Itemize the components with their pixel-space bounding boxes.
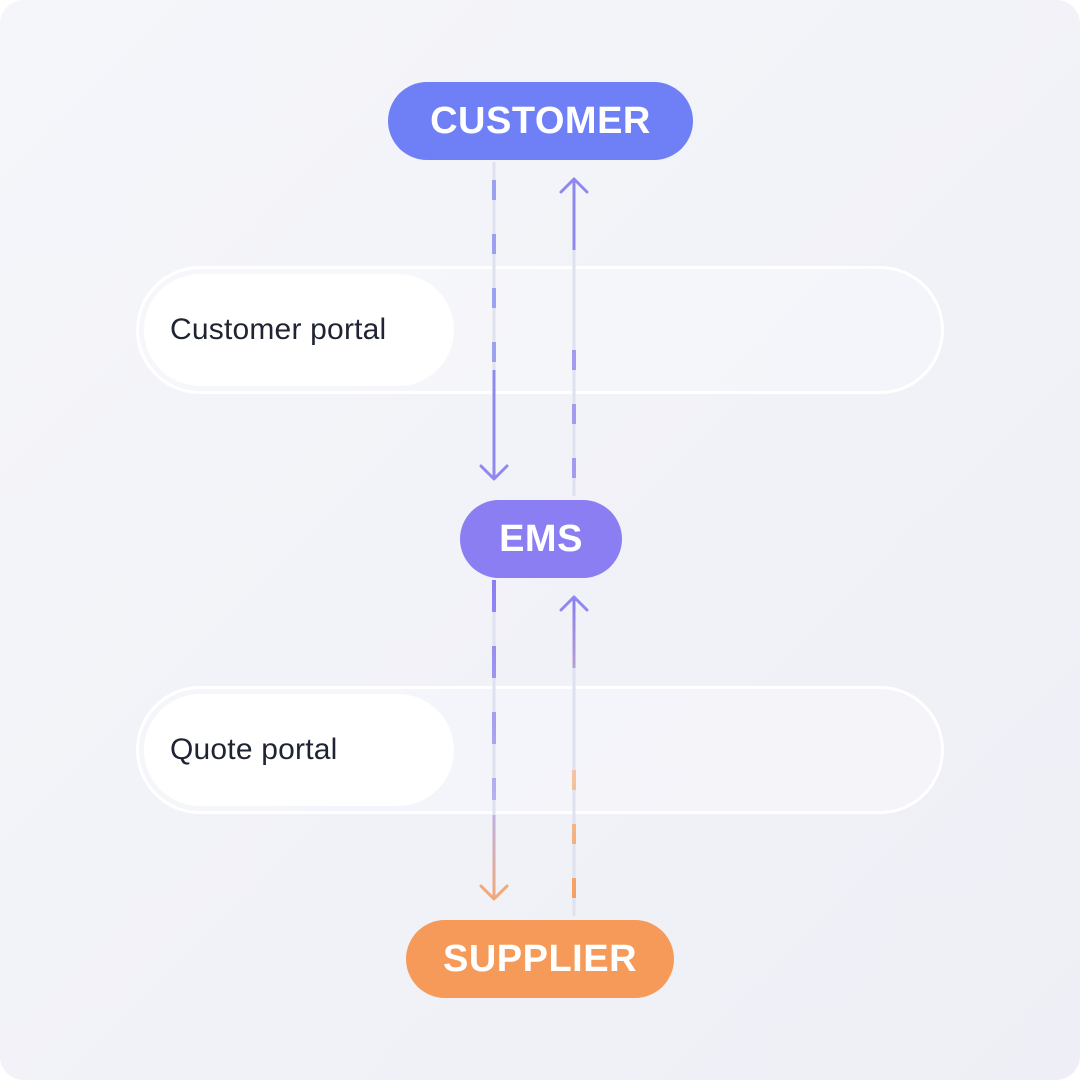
arrow-down-icon [479,884,509,901]
connector-supplier-to-ems [559,595,589,916]
customer-portal-lane: Customer portal [136,266,944,394]
arrow-down-icon [479,464,509,481]
arrow-up-icon [559,595,589,612]
connector-ems-to-customer [559,177,589,496]
customer-node: CUSTOMER [388,82,693,160]
quote-portal-lane: Quote portal [136,686,944,814]
connector-ems-to-supplier [479,580,509,901]
arrow-up-icon [559,177,589,194]
supplier-node: SUPPLIER [406,920,674,998]
customer-portal-label: Customer portal [144,274,454,386]
ems-node: EMS [460,500,622,578]
quote-portal-label: Quote portal [144,694,454,806]
connector-customer-to-ems [479,162,509,481]
